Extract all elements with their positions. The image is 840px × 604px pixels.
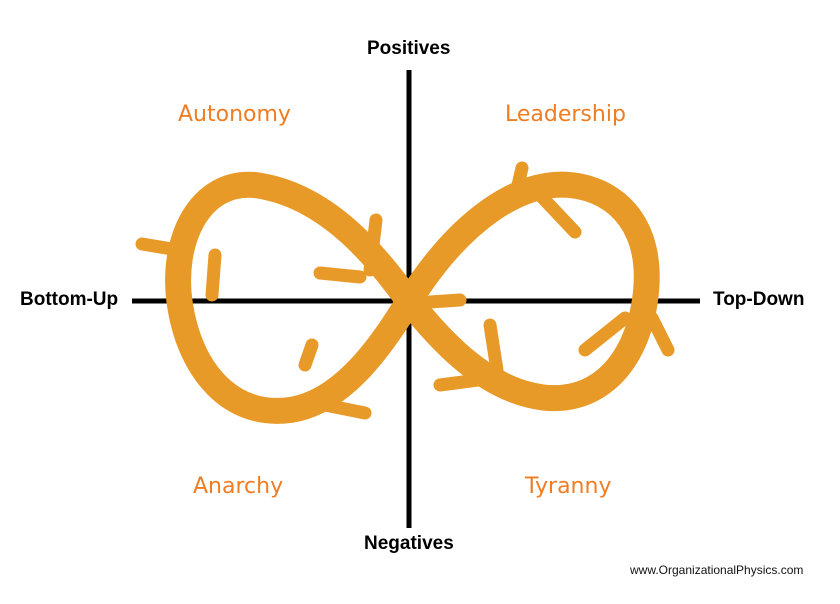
loop-barb: [433, 373, 485, 392]
axis-label-bottom-up: Bottom-Up: [20, 289, 119, 310]
loop-barb: [578, 311, 632, 357]
loop-barb: [318, 398, 372, 420]
loop-barb: [298, 338, 319, 372]
infinity-loop-path: [165, 171, 660, 424]
quadrant-label-autonomy: Autonomy: [178, 102, 291, 127]
quadrant-label-anarchy: Anarchy: [193, 474, 284, 499]
loop-barb: [533, 188, 582, 239]
axis-label-positives: Positives: [367, 38, 451, 59]
source-url: www.OrganizationalPhysics.com: [630, 563, 804, 577]
axis-label-negatives: Negatives: [364, 533, 454, 554]
quadrant-label-tyranny: Tyranny: [525, 474, 612, 499]
axis-label-top-down: Top-Down: [713, 289, 805, 310]
loop-barb: [313, 266, 367, 284]
loop-barb: [423, 293, 467, 309]
loop-barb: [508, 161, 529, 205]
quadrant-label-leadership: Leadership: [505, 102, 626, 127]
infinity-loop: [135, 161, 675, 424]
loop-barb: [645, 311, 675, 357]
loop-barb: [483, 318, 504, 377]
loop-barb: [205, 248, 222, 302]
loop-barb: [135, 237, 185, 257]
loop-barb: [363, 213, 383, 277]
